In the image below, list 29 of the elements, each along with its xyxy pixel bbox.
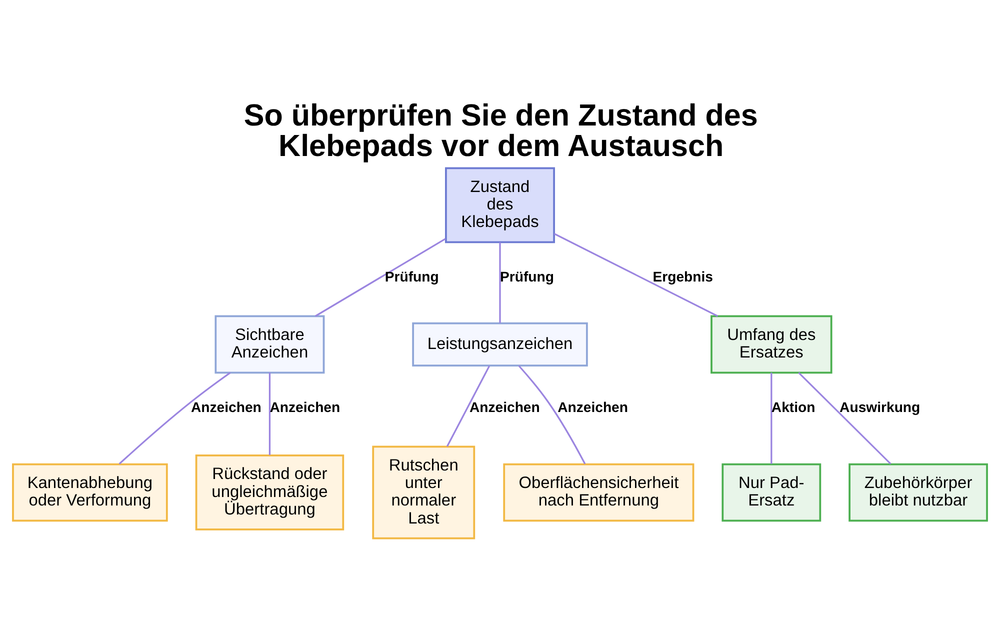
node-box: Umfang des Ersatzes xyxy=(710,315,832,374)
edge-label: Ergebnis xyxy=(652,268,713,285)
connector xyxy=(499,242,501,324)
edge-label: Auswirkung xyxy=(840,399,920,416)
diagram-title: So überprüfen Sie den Zustand des Klebepads vor dem Austausch xyxy=(244,98,758,164)
connector xyxy=(770,372,772,464)
edge-label: Prüfung xyxy=(500,268,554,285)
connector xyxy=(268,372,271,456)
edge-label: Anzeichen xyxy=(558,399,628,416)
edge-label: Aktion xyxy=(771,399,816,416)
node-box: Kantenabhebung oder Verformung xyxy=(12,463,168,522)
edge-label: Anzeichen xyxy=(190,399,262,416)
connector xyxy=(446,365,490,447)
connector xyxy=(518,365,586,464)
edge-label: Prüfung xyxy=(384,268,439,285)
node-box: Oberflächensicherheit nach Entfernung xyxy=(503,463,694,522)
node-box: Sichtbare Anzeichen xyxy=(214,315,325,374)
connector xyxy=(314,238,446,317)
connector xyxy=(118,372,231,465)
node-box: Rückstand oder ungleichmäßige Übertragung xyxy=(195,454,344,530)
node-box: Rutschen unter normaler Last xyxy=(372,446,476,540)
connector xyxy=(554,233,718,317)
edge-label: Anzeichen xyxy=(469,399,540,416)
node-box: Leistungsanzeichen xyxy=(412,322,588,367)
connector xyxy=(798,372,892,464)
node-box: Zustand des Klebepads xyxy=(445,167,555,244)
node-box: Nur Pad-Ersatz xyxy=(722,463,822,522)
edge-label: Anzeichen xyxy=(270,399,340,416)
node-box: Zubehörkörper bleibt nutzbar xyxy=(848,463,988,522)
